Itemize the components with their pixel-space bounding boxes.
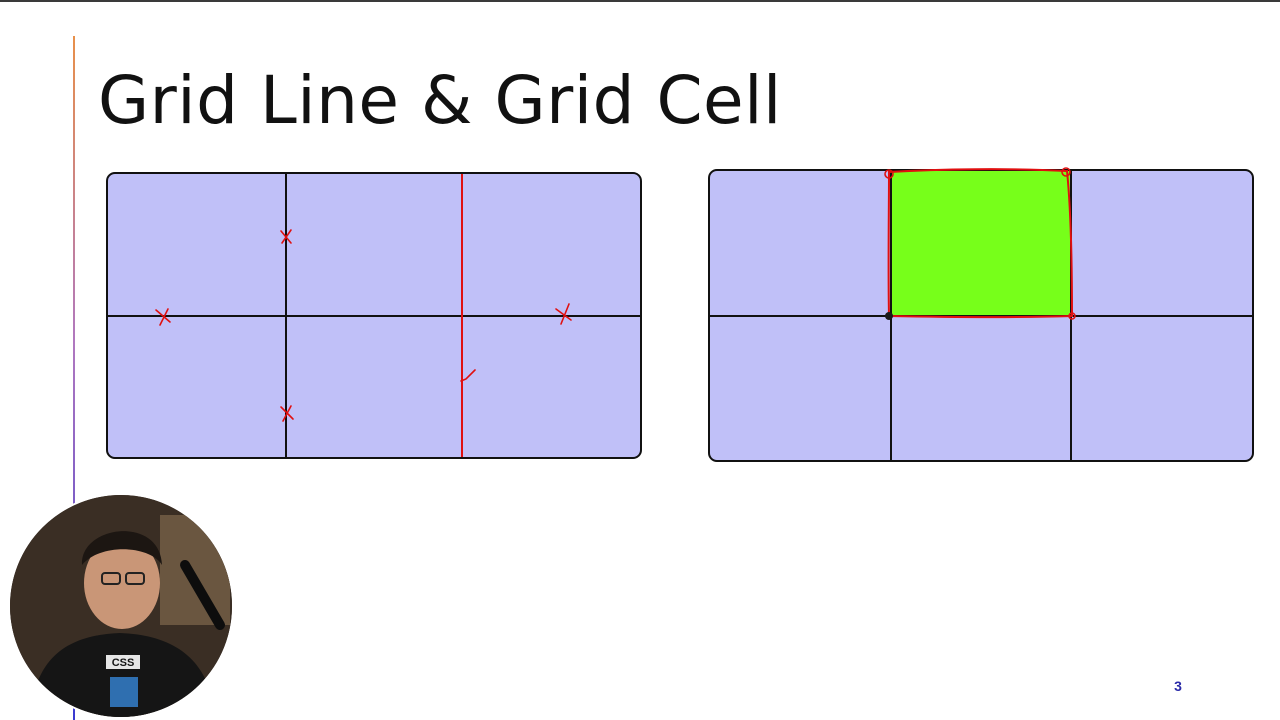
shirt-logo-text: CSS	[112, 657, 135, 669]
top-border	[0, 0, 1280, 2]
grid-line-row-2	[710, 315, 1252, 317]
grid-line-row-2	[108, 315, 640, 317]
accent-rule	[73, 36, 75, 720]
grid-lines-diagram	[106, 172, 642, 459]
highlighted-grid-cell	[891, 171, 1072, 316]
grid-cell-diagram	[708, 169, 1254, 462]
presenter-webcam: CSS	[8, 493, 234, 719]
presenter-avatar: CSS	[10, 495, 232, 717]
slide-title: Grid Line & Grid Cell	[98, 62, 782, 139]
highlighted-grid-line	[461, 174, 463, 457]
page-number: 3	[1174, 678, 1182, 694]
